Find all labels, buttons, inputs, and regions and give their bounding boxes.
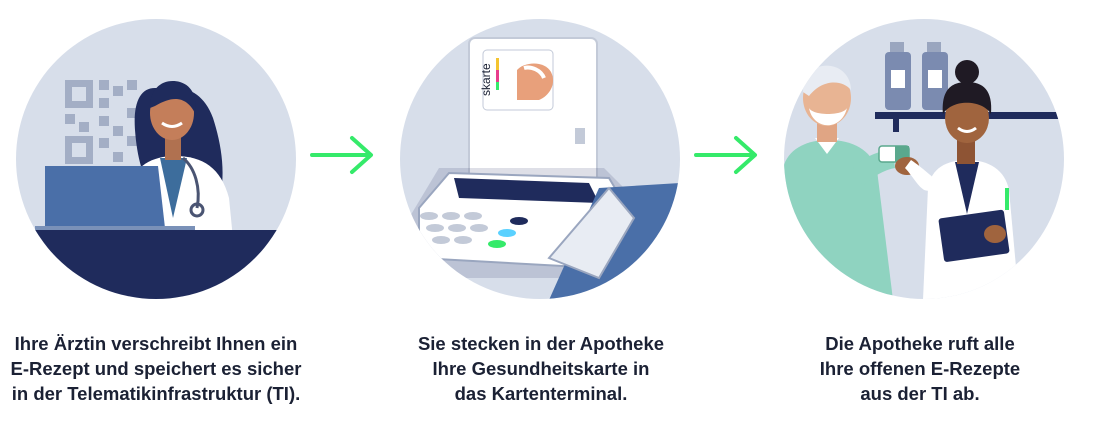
health-card: skarte (479, 49, 554, 111)
caption-line: Ihre offenen E-Rezepte (819, 358, 1021, 379)
arrow-right-icon (694, 134, 760, 176)
caption-line: Sie stecken in der Apotheke (417, 333, 665, 354)
arrow-right-icon (310, 134, 376, 176)
caption-line: aus der TI ab. (860, 383, 980, 404)
medicine-bottle-icon (922, 42, 948, 110)
caption-line: E-Rezept und speichert es sicher (10, 358, 302, 379)
step-1-caption: Ihre Ärztin verschreibt Ihnen ein E-Reze… (0, 331, 316, 406)
step-2-caption: Sie stecken in der Apotheke Ihre Gesundh… (381, 331, 701, 406)
doctor-illustration (15, 18, 297, 300)
caption-line: Ihre Gesundheitskarte in (432, 358, 650, 379)
caption-line: Ihre Ärztin verschreibt Ihnen ein (14, 333, 298, 354)
caption-line: Die Apotheke ruft alle (825, 333, 1015, 354)
caption-line: in der Telematikinfrastruktur (TI). (11, 383, 301, 404)
caption-line: das Kartenterminal. (454, 383, 628, 404)
step-3-caption: Die Apotheke ruft alle Ihre offenen E-Re… (760, 331, 1080, 406)
pharmacy-illustration (783, 18, 1065, 300)
medicine-bottle-icon (885, 42, 911, 110)
card-brand-text: skarte (479, 63, 493, 96)
qr-code-icon (65, 80, 137, 164)
card-terminal-illustration: skarte (399, 18, 681, 300)
